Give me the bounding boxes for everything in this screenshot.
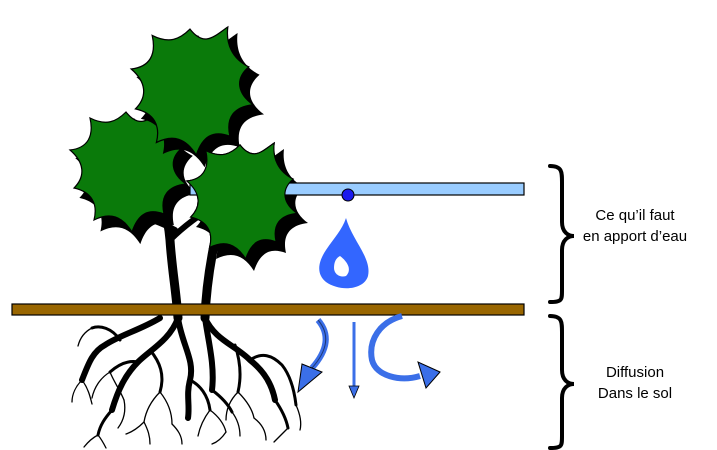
dripper-emitter <box>342 189 354 201</box>
soil-surface <box>12 304 524 315</box>
water-requirement-line2: en apport d’eau <box>560 226 710 247</box>
soil-diffusion-line1: Diffusion <box>560 362 710 383</box>
soil-diffusion-line2: Dans le sol <box>560 383 710 404</box>
water-requirement-line1: Ce qu’il faut <box>560 205 710 226</box>
water-drop <box>319 218 368 288</box>
water-requirement-label: Ce qu’il faut en apport d’eau <box>560 205 710 247</box>
diffusion-arrows <box>298 316 440 398</box>
soil-diffusion-label: Diffusion Dans le sol <box>560 362 710 404</box>
roots <box>72 318 301 448</box>
